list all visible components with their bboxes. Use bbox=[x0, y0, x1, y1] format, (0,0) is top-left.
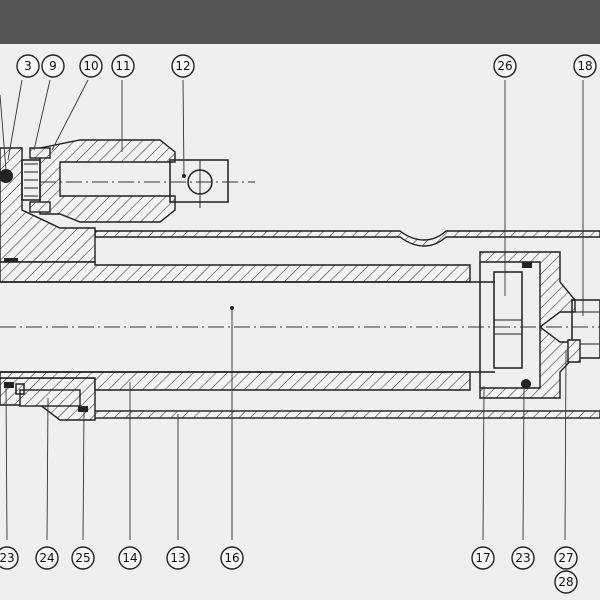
callout-bottom-23-right: 23 bbox=[511, 546, 535, 570]
svg-text:14: 14 bbox=[122, 551, 137, 565]
svg-text:16: 16 bbox=[224, 551, 239, 565]
svg-text:28: 28 bbox=[558, 575, 573, 589]
callout-bottom-27: 27 bbox=[554, 546, 578, 570]
callout-top-11: 11 bbox=[111, 54, 135, 78]
svg-text:18: 18 bbox=[577, 59, 592, 73]
seal-ring-right bbox=[521, 379, 531, 389]
svg-text:17: 17 bbox=[475, 551, 490, 565]
callout-bottom-28: 28 bbox=[554, 570, 578, 594]
callout-top-18: 18 bbox=[573, 54, 597, 78]
callout-bottom-16: 16 bbox=[220, 546, 244, 570]
right-fitting bbox=[567, 299, 600, 363]
callout-bottom-17: 17 bbox=[471, 546, 495, 570]
callout-top-26: 26 bbox=[493, 54, 517, 78]
seal-ring-left bbox=[0, 169, 13, 183]
header-band bbox=[0, 0, 600, 44]
callout-bottom-14: 14 bbox=[118, 546, 142, 570]
port-fitting bbox=[40, 159, 255, 208]
callout-top-9: 9 bbox=[41, 54, 65, 78]
callout-bottom-25: 25 bbox=[71, 546, 95, 570]
piston-head bbox=[493, 271, 523, 369]
svg-text:9: 9 bbox=[49, 59, 57, 73]
svg-text:11: 11 bbox=[115, 59, 130, 73]
callout-top-10: 10 bbox=[79, 54, 103, 78]
guide-bushing bbox=[15, 383, 88, 412]
svg-text:26: 26 bbox=[497, 59, 512, 73]
port-boss bbox=[21, 139, 176, 223]
inner-tube bbox=[0, 261, 495, 391]
svg-text:12: 12 bbox=[175, 59, 190, 73]
callout-bottom-24: 24 bbox=[35, 546, 59, 570]
callout-top-3: 3 bbox=[16, 54, 40, 78]
svg-text:10: 10 bbox=[83, 59, 98, 73]
leader-lines bbox=[0, 79, 584, 541]
svg-text:24: 24 bbox=[39, 551, 54, 565]
svg-text:27: 27 bbox=[558, 551, 573, 565]
svg-text:23: 23 bbox=[0, 551, 15, 565]
svg-text:23: 23 bbox=[515, 551, 530, 565]
svg-text:13: 13 bbox=[170, 551, 185, 565]
callout-bottom-13: 13 bbox=[166, 546, 190, 570]
callout-bottom-23-left: 23 bbox=[0, 546, 19, 570]
svg-text:25: 25 bbox=[75, 551, 90, 565]
callout-top-12: 12 bbox=[171, 54, 195, 78]
svg-text:3: 3 bbox=[24, 59, 32, 73]
